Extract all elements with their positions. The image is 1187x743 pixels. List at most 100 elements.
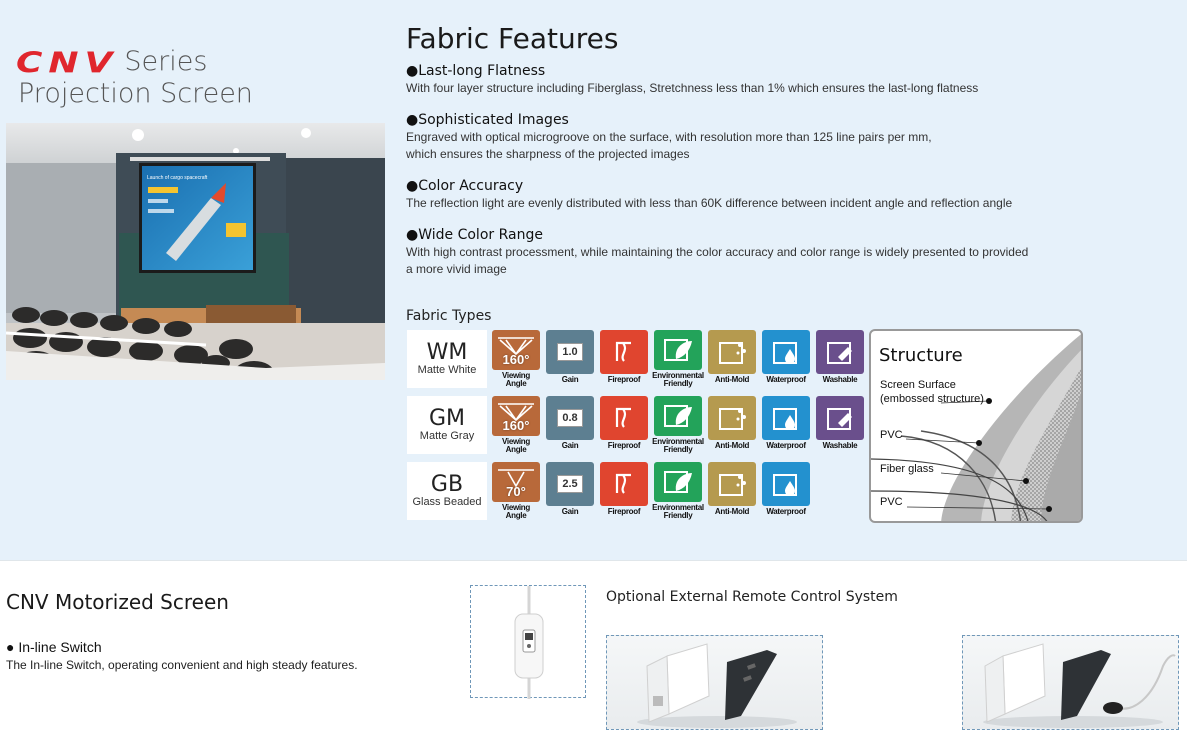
- water-drop-icon: [762, 330, 810, 374]
- inline-switch-desc: The In-line Switch, operating convenient…: [6, 658, 358, 672]
- anti-mold-badge: Anti-Mold: [707, 462, 757, 520]
- icon-caption: Gain: [561, 507, 579, 516]
- fabric-code: WM: [426, 339, 468, 365]
- fabric-code: GB: [430, 471, 464, 497]
- receiver-remote-icon: [637, 643, 797, 728]
- fireproof-badge: Fireproof: [599, 462, 649, 520]
- feature-text: With high contrast processment, while ma…: [406, 245, 1029, 259]
- gain-badge: 2.5 Gain: [545, 462, 595, 520]
- viewing-angle-icon: 70°: [492, 462, 540, 502]
- gain-value: 2.5: [557, 475, 583, 493]
- viewing-angle-badge: 70° Viewing Angle: [491, 462, 541, 520]
- icon-caption: Waterproof: [766, 375, 806, 384]
- feature-text: Engraved with optical microgroove on the…: [406, 130, 932, 144]
- icon-caption: Fireproof: [607, 375, 641, 384]
- gain-icon: 1.0: [546, 330, 594, 374]
- icon-caption: Waterproof: [766, 507, 806, 516]
- water-drop-icon: [762, 462, 810, 506]
- anti-mold-badge: Anti-Mold: [707, 396, 757, 454]
- feature-heading: ●Wide Color Range: [406, 227, 543, 243]
- logo-brand: CNV: [16, 47, 119, 80]
- fabric-name: Matte White: [417, 363, 477, 376]
- water-drop-icon: [762, 396, 810, 440]
- logo-series: Series: [124, 46, 208, 77]
- leaf-icon: [654, 462, 702, 502]
- icon-caption: Fireproof: [607, 441, 641, 450]
- feature-flatness: ●Last-long Flatness With four layer stru…: [406, 62, 1166, 97]
- icon-caption: Washable: [822, 441, 858, 450]
- feature-text: With four layer structure including Fibe…: [406, 81, 979, 95]
- washable-icon: [816, 396, 864, 440]
- logo-subtitle: Projection Screen: [18, 78, 253, 109]
- feature-heading: ●Sophisticated Images: [406, 112, 569, 128]
- fabric-code: GM: [428, 405, 466, 431]
- gain-value: 0.8: [557, 409, 583, 427]
- fabric-row-gb: GB Glass Beaded 70° Viewing Angle 2.5 Ga…: [407, 462, 811, 520]
- inline-switch-image: [470, 585, 586, 699]
- viewing-angle-icon: 160°: [492, 330, 540, 370]
- feature-text: The reflection light are evenly distribu…: [406, 196, 1013, 210]
- feature-heading: ●Color Accuracy: [406, 178, 524, 194]
- anti-mold-icon: [708, 462, 756, 506]
- leaf-icon: [654, 396, 702, 436]
- viewing-angle-badge: 160° Viewing Angle: [491, 396, 541, 454]
- gain-badge: 0.8 Gain: [545, 396, 595, 454]
- anti-mold-badge: Anti-Mold: [707, 330, 757, 388]
- layer-label: PVC: [880, 429, 903, 441]
- classroom-illustration: Launch of cargo spacecraft: [6, 123, 385, 380]
- fireproof-badge: Fireproof: [599, 330, 649, 388]
- icon-caption: Anti-Mold: [714, 441, 750, 450]
- icon-caption: Fireproof: [607, 507, 641, 516]
- structure-title: Structure: [879, 345, 963, 366]
- fabric-type-name: GB Glass Beaded: [407, 462, 487, 520]
- feature-color-range: ●Wide Color Range With high contrast pro…: [406, 226, 1166, 278]
- fireproof-badge: Fireproof: [599, 396, 649, 454]
- fireproof-icon: [600, 462, 648, 506]
- icon-caption: Gain: [561, 375, 579, 384]
- fabric-type-name: GM Matte Gray: [407, 396, 487, 454]
- icon-caption: Viewing Angle: [502, 503, 530, 520]
- icon-caption: Waterproof: [766, 441, 806, 450]
- screen-text-1: Launch of cargo spacecraft: [147, 175, 208, 181]
- waterproof-badge: Waterproof: [761, 330, 811, 388]
- fabric-row-gm: GM Matte Gray 160° Viewing Angle 0.8 Gai…: [407, 396, 865, 454]
- motorized-title: CNV Motorized Screen: [6, 590, 229, 614]
- fireproof-icon: [600, 330, 648, 374]
- layer-label: Fiber glass: [880, 463, 934, 475]
- icon-caption: Viewing Angle: [502, 437, 530, 454]
- leaf-icon: [654, 330, 702, 370]
- brand-logo: CNV Series Projection Screen: [16, 42, 376, 110]
- feature-heading: ●Last-long Flatness: [406, 63, 546, 79]
- gain-icon: 2.5: [546, 462, 594, 506]
- feature-color-accuracy: ●Color Accuracy The reflection light are…: [406, 177, 1166, 212]
- icon-caption: Gain: [561, 441, 579, 450]
- fabric-row-wm: WM Matte White 160° Viewing Angle 1.0 Ga…: [407, 330, 865, 388]
- fabric-name: Glass Beaded: [412, 495, 482, 508]
- remote-product-image-1: [606, 635, 823, 730]
- fabric-types-label: Fabric Types: [406, 308, 492, 324]
- features-title: Fabric Features: [406, 22, 619, 55]
- viewing-angle-value: 70°: [506, 483, 526, 499]
- layer-illustration: [871, 334, 1081, 521]
- feature-text-2: a more vivid image: [406, 262, 507, 276]
- icon-caption: Anti-Mold: [714, 507, 750, 516]
- gain-badge: 1.0 Gain: [545, 330, 595, 388]
- layer-label: (embossed structure): [880, 393, 984, 405]
- washable-badge: Washable: [815, 330, 865, 388]
- fireproof-icon: [600, 396, 648, 440]
- fabric-name: Matte Gray: [419, 429, 475, 442]
- inline-switch-icon: [514, 586, 544, 699]
- layer-label: Screen Surface: [880, 379, 956, 391]
- classroom-photo: Launch of cargo spacecraft: [6, 123, 385, 380]
- icon-caption: Viewing Angle: [502, 371, 530, 388]
- viewing-angle-icon: 160°: [492, 396, 540, 436]
- receiver-remote-sensor-icon: [983, 643, 1176, 728]
- icon-caption: Washable: [822, 375, 858, 384]
- viewing-angle-badge: 160° Viewing Angle: [491, 330, 541, 388]
- inline-switch-heading: ● In-line Switch: [6, 639, 102, 655]
- washable-icon: [816, 330, 864, 374]
